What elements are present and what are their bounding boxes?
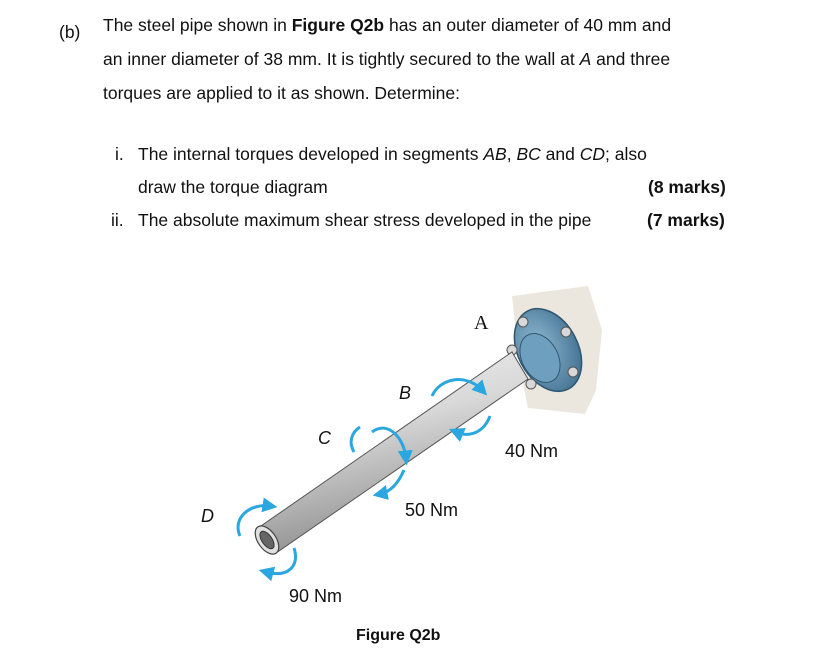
item-ii-marks: (7 marks): [647, 210, 725, 230]
item-text: ; also: [604, 144, 647, 164]
segment-bc: BC: [516, 144, 541, 164]
question-text: an inner diameter of 38 mm. It is tightl…: [103, 49, 580, 69]
question-text: The steel pipe shown in: [103, 15, 292, 35]
steel-pipe: [254, 351, 529, 555]
question-text: and three: [591, 49, 671, 69]
item-i-text: The internal torques developed in segmen…: [138, 144, 647, 165]
figure-reference: Figure Q2b: [291, 15, 385, 35]
label-a: A: [474, 312, 489, 334]
item-i-marks: (8 marks): [648, 177, 726, 197]
torque-90nm: 90 Nm: [289, 586, 343, 606]
item-i-number: i.: [115, 144, 124, 164]
item-text: and: [540, 144, 580, 164]
torque-arrow-c: [349, 425, 413, 500]
torque-arrow-b: [430, 378, 492, 442]
question-line-1: The steel pipe shown in Figure Q2b has a…: [103, 15, 671, 36]
pipe-figure: [236, 286, 602, 582]
question-text: has an outer diameter of 40 mm and: [384, 15, 672, 35]
wall-flange: [506, 307, 583, 393]
label-b: B: [399, 383, 412, 403]
item-ii-text: The absolute maximum shear stress develo…: [138, 210, 592, 230]
torque-arrow-d: [236, 497, 297, 582]
item-text: ,: [506, 144, 517, 164]
torque-40nm: 40 Nm: [505, 441, 559, 461]
item-ii-number: ii.: [111, 210, 124, 230]
label-c: C: [318, 428, 331, 448]
point-reference: A: [579, 49, 592, 69]
segment-cd: CD: [579, 144, 605, 164]
segment-ab: AB: [483, 144, 507, 164]
part-label: (b): [59, 22, 81, 42]
item-text: The internal torques developed in segmen…: [138, 144, 484, 164]
label-d: D: [201, 506, 214, 526]
figure-caption: Figure Q2b: [356, 627, 441, 644]
question-line-2: an inner diameter of 38 mm. It is tightl…: [103, 49, 670, 70]
question-line-3: torques are applied to it as shown. Dete…: [103, 83, 460, 103]
torque-50nm: 50 Nm: [405, 500, 459, 520]
item-i-continuation: draw the torque diagram: [138, 177, 328, 197]
